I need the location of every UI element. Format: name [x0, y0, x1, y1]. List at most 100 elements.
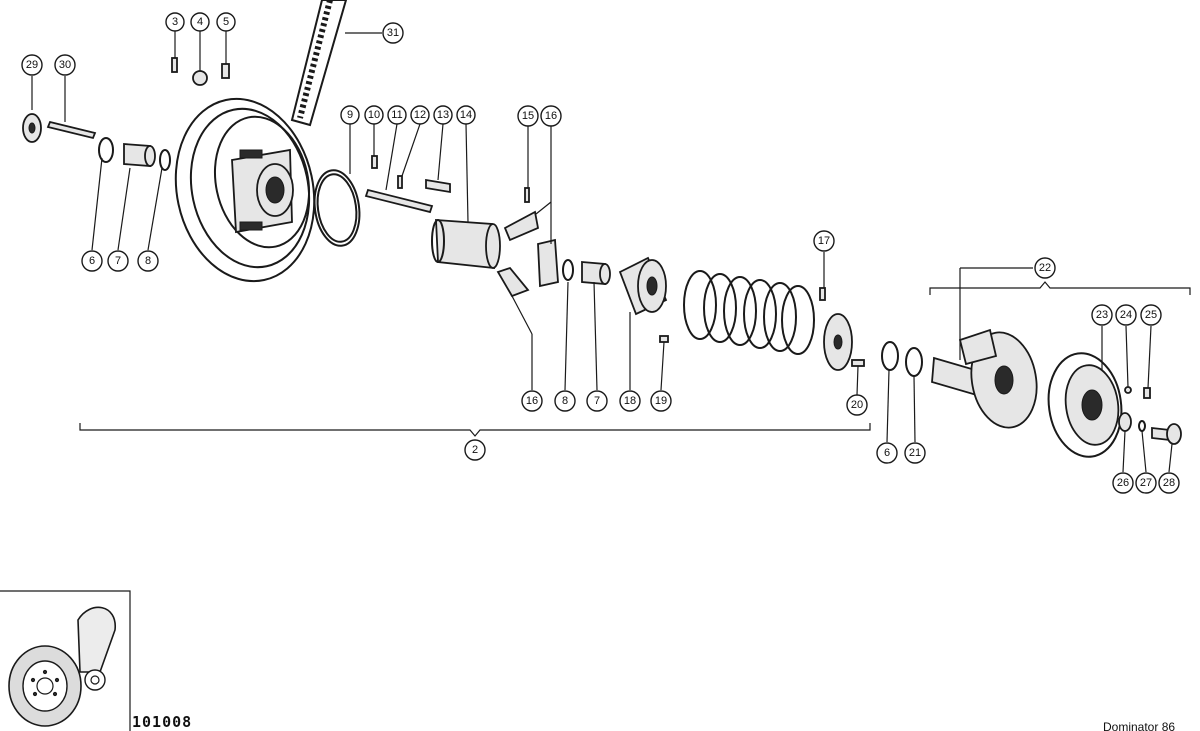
screw-10	[371, 155, 378, 169]
svg-text:2: 2	[472, 444, 478, 456]
svg-text:18: 18	[624, 395, 636, 407]
callout-c16: 15	[517, 105, 539, 127]
callout-c28: 21	[904, 442, 926, 464]
nut-4	[192, 70, 208, 86]
svg-text:6: 6	[884, 447, 890, 459]
bolt-28	[1151, 423, 1182, 445]
callout-c25: 2	[464, 439, 486, 461]
svg-text:4: 4	[197, 16, 203, 28]
callout-c24: 20	[846, 394, 868, 416]
callout-c18: 16	[521, 390, 543, 412]
brake-drum-23	[1047, 352, 1123, 458]
svg-text:23: 23	[1096, 309, 1108, 321]
segment-16-low	[496, 266, 530, 298]
svg-text:20: 20	[851, 399, 863, 411]
circlip-8-left	[159, 149, 171, 171]
callout-c7: 6	[81, 250, 103, 272]
svg-text:16: 16	[526, 395, 538, 407]
compression-spring	[683, 270, 815, 355]
variator-pulley	[174, 97, 316, 283]
svg-text:14: 14	[460, 109, 472, 121]
svg-text:29: 29	[26, 59, 38, 71]
callout-c31: 25	[1140, 304, 1162, 326]
assembly-bracket-22	[929, 281, 1191, 295]
callout-c2: 4	[190, 12, 210, 32]
block-13	[425, 178, 451, 194]
svg-text:7: 7	[594, 395, 600, 407]
callout-c9: 8	[137, 250, 159, 272]
svg-text:12: 12	[414, 109, 426, 121]
svg-text:8: 8	[145, 255, 151, 267]
svg-text:16: 16	[545, 110, 557, 122]
callout-c15: 14	[456, 105, 476, 125]
svg-text:22: 22	[1039, 262, 1051, 274]
reference-number: 101008	[132, 713, 192, 731]
callout-c26: 22	[1034, 257, 1056, 279]
o-ring-9	[313, 169, 361, 247]
svg-text:11: 11	[391, 109, 402, 121]
leader-lines	[31, 31, 1173, 473]
callout-c17: 16	[540, 105, 562, 127]
pin-19	[659, 335, 669, 343]
ring-21	[905, 347, 923, 377]
callout-c20: 7	[586, 390, 608, 412]
callout-c33: 27	[1135, 472, 1157, 494]
callout-c32: 26	[1112, 472, 1134, 494]
svg-text:26: 26	[1117, 477, 1129, 489]
svg-text:3: 3	[172, 16, 178, 28]
svg-text:7: 7	[115, 255, 121, 267]
callout-c23: 17	[813, 230, 835, 252]
svg-text:25: 25	[1145, 309, 1157, 321]
small-parts-24-25	[1124, 386, 1151, 399]
bushing-7-mid	[581, 261, 611, 285]
pin-12	[397, 175, 403, 189]
assembly-bracket-2	[79, 423, 871, 437]
svg-text:6: 6	[89, 255, 95, 267]
key-30	[46, 120, 97, 140]
svg-text:19: 19	[655, 395, 667, 407]
pin-15	[524, 187, 530, 203]
ring-6-right	[881, 341, 899, 371]
callout-c5: 29	[21, 54, 43, 76]
spring-disc	[823, 313, 853, 371]
pin-17	[819, 287, 826, 301]
svg-text:28: 28	[1163, 477, 1175, 489]
callout-c34: 28	[1158, 472, 1180, 494]
washer-29	[22, 113, 42, 143]
callout-c21: 18	[619, 390, 641, 412]
ring-6-left	[98, 137, 114, 163]
callout-c30: 24	[1115, 304, 1137, 326]
callout-c14: 13	[433, 105, 453, 125]
callout-c13: 12	[410, 105, 430, 125]
screw-3	[171, 57, 178, 73]
circlip-8-mid	[562, 259, 574, 281]
hub-18	[618, 256, 668, 316]
segment-16-top	[503, 210, 540, 242]
sleeve-14	[431, 219, 501, 270]
pin-11	[364, 188, 434, 214]
clutch-hub-22	[931, 328, 1038, 429]
svg-text:13: 13	[437, 109, 449, 121]
callout-c27: 6	[876, 442, 898, 464]
callout-c19: 8	[554, 390, 576, 412]
small-parts-26-27	[1118, 412, 1146, 432]
bushing-7-left	[123, 143, 156, 167]
callout-c22: 19	[650, 390, 672, 412]
callout-c10: 9	[340, 105, 360, 125]
callout-c6: 30	[54, 54, 76, 76]
bolt-20	[851, 359, 865, 367]
svg-text:27: 27	[1140, 477, 1152, 489]
callout-c3: 5	[216, 12, 236, 32]
callout-c11: 10	[364, 105, 384, 125]
callout-c1: 3	[165, 12, 185, 32]
svg-text:17: 17	[818, 235, 830, 247]
svg-text:5: 5	[223, 16, 229, 28]
svg-text:21: 21	[909, 447, 921, 459]
screw-5	[221, 63, 230, 79]
svg-text:30: 30	[59, 59, 71, 71]
svg-text:9: 9	[347, 109, 353, 121]
location-thumbnail	[0, 590, 131, 731]
callout-c4: 31	[382, 22, 404, 44]
segment-16-mid	[537, 238, 559, 288]
